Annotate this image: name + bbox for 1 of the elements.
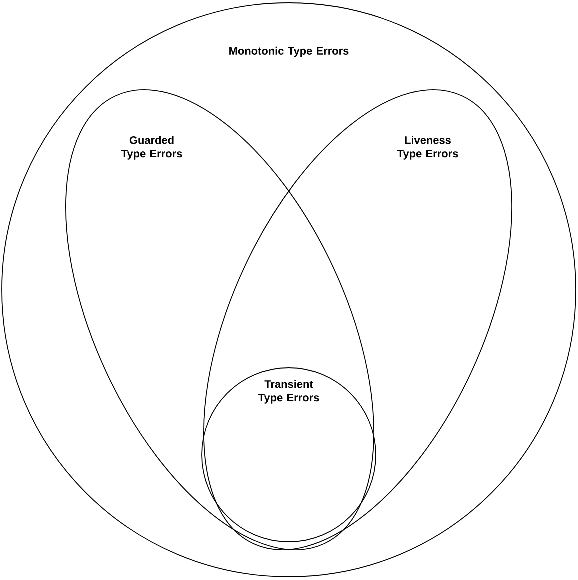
circle-region: Transient Type Errors [202, 368, 376, 542]
